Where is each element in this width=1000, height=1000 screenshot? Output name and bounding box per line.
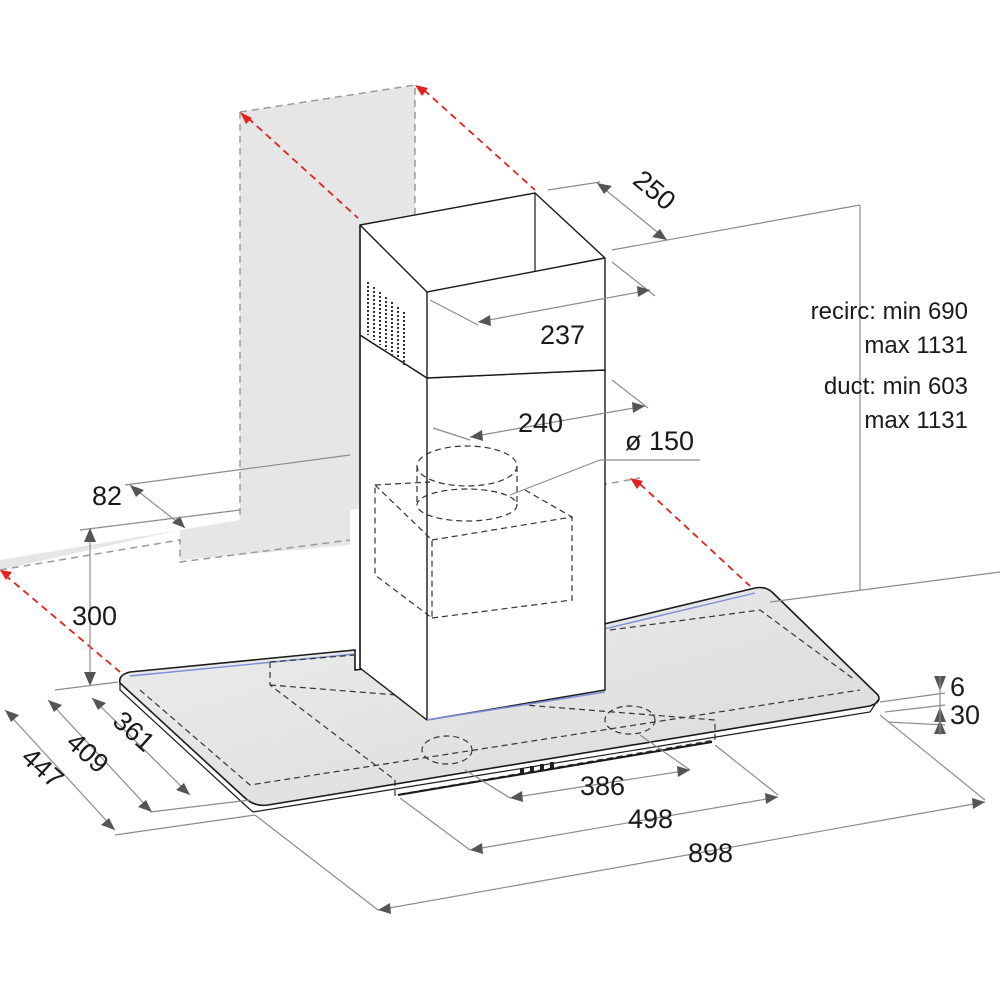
duct-spec-line1: duct: min 603 <box>824 373 968 400</box>
light-left <box>421 735 473 765</box>
dim-447-label: 447 <box>16 742 70 794</box>
dim-240-label: 240 <box>518 408 563 438</box>
recirc-spec-line2: max 1131 <box>864 332 968 359</box>
control-buttons <box>520 762 554 774</box>
dim-6-label: 6 <box>950 672 965 702</box>
dim-30-label: 30 <box>950 700 980 730</box>
upper-chimney <box>359 192 606 668</box>
vent-grille <box>367 282 405 365</box>
recirc-spec-line1: recirc: min 690 <box>811 298 968 325</box>
dimension-lines <box>4 181 1000 914</box>
ceiling-reference-plane <box>0 84 641 571</box>
dim-898-label: 898 <box>688 838 733 868</box>
lower-chimney <box>359 333 606 721</box>
dim-498-label: 498 <box>628 804 673 834</box>
dim-250-label: 250 <box>627 164 681 216</box>
dim-82-label: 82 <box>92 481 122 511</box>
duct-spec-line2: max 1131 <box>864 407 968 434</box>
diameter-150-label: ø 150 <box>625 426 694 456</box>
light-right <box>604 705 656 735</box>
reference-lines <box>0 85 751 673</box>
dim-300-label: 300 <box>72 601 117 631</box>
dim-386-label: 386 <box>580 771 625 801</box>
height-specifications: recirc: min 690 max 1131 duct: min 603 m… <box>811 298 968 434</box>
dim-237-label: 237 <box>540 320 585 350</box>
